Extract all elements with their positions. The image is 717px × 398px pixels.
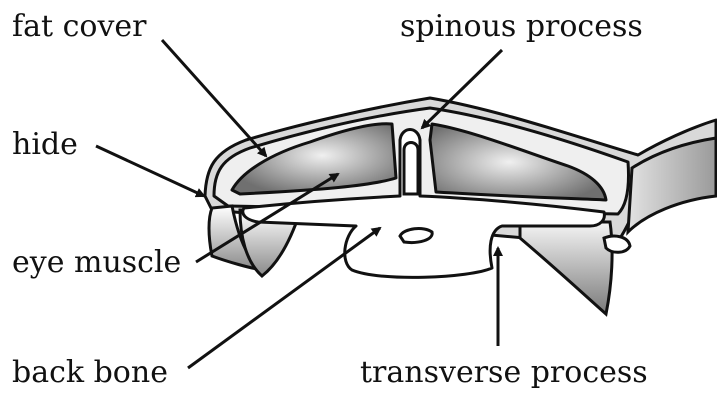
label-hide: hide [12, 130, 78, 160]
fat-cover-arrow [162, 40, 266, 156]
right-flank [520, 222, 612, 314]
label-back-bone: back bone [12, 358, 168, 388]
label-eye-muscle: eye muscle [12, 248, 181, 278]
label-transverse-process: transverse process [360, 358, 648, 388]
rib-tip [604, 236, 630, 252]
spinal-canal [400, 229, 432, 243]
spinous-process-shape [404, 143, 418, 195]
label-fat-cover: fat cover [12, 12, 147, 42]
label-spinous-process: spinous process [400, 12, 643, 42]
hide-arrow [96, 146, 204, 196]
